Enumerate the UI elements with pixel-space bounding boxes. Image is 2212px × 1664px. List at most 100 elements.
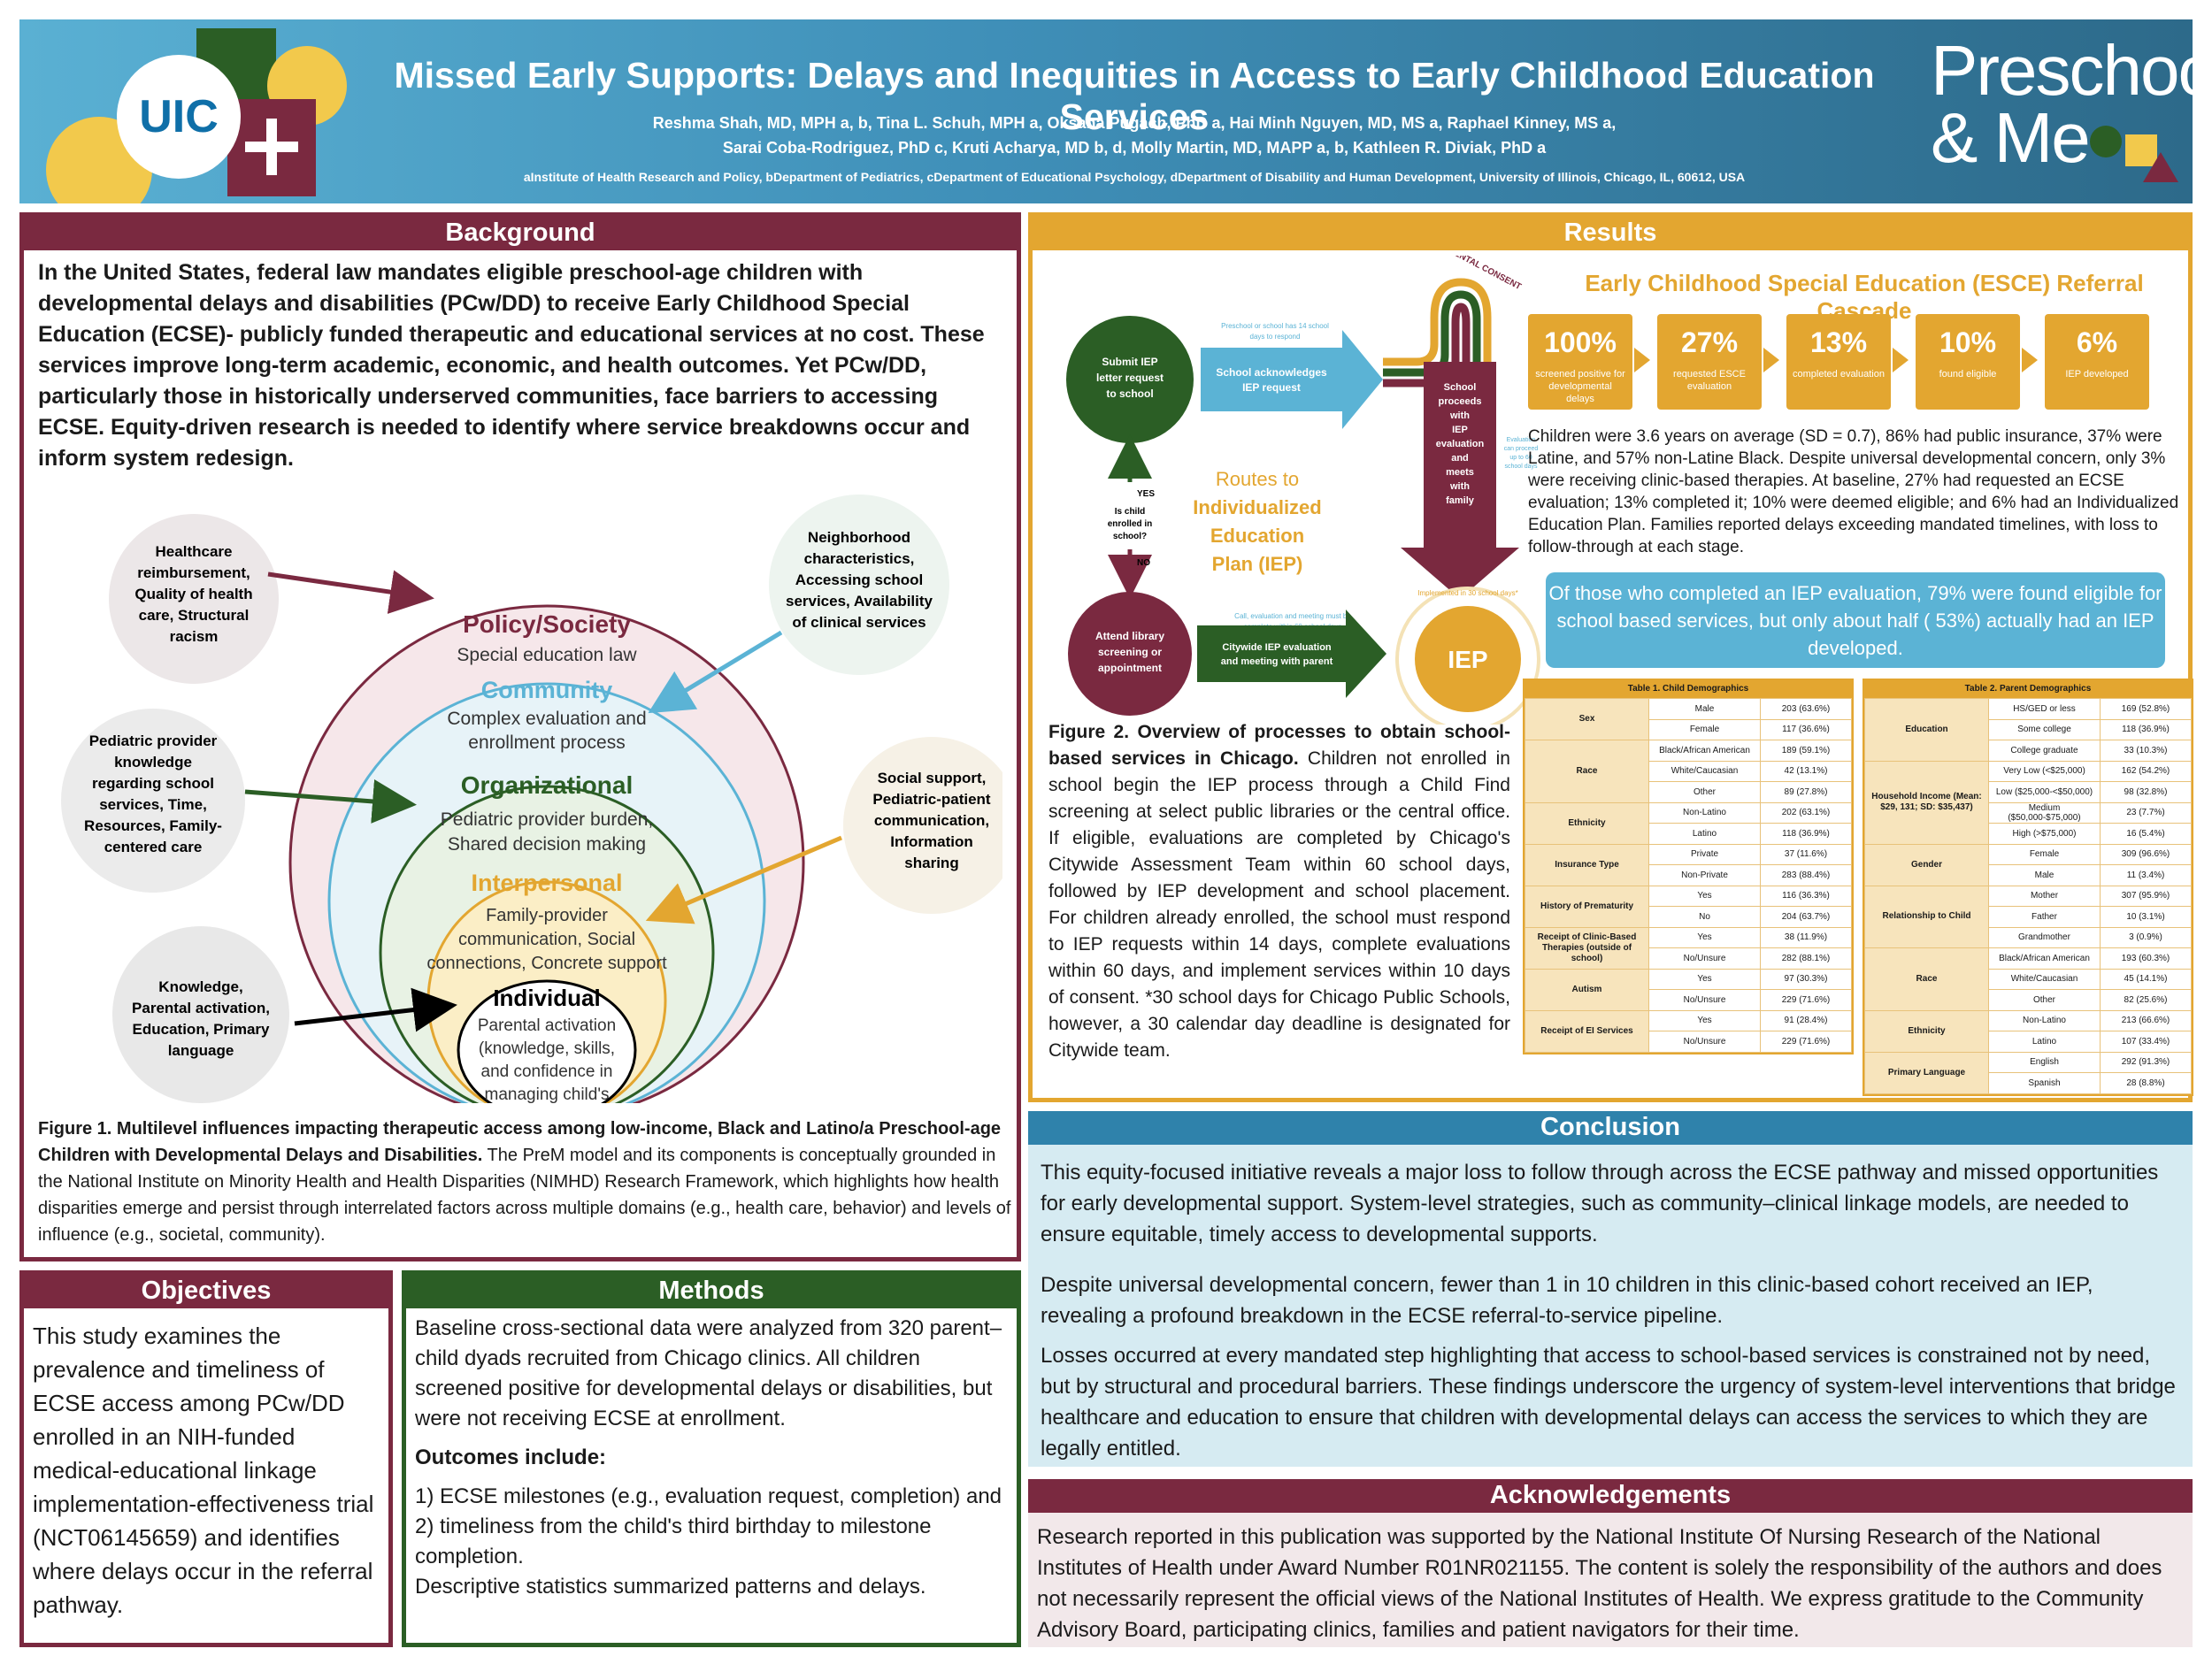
conclusion-paragraph: Despite universal developmental concern,…: [1041, 1273, 2093, 1328]
table-cell: HS/GED or less: [1988, 698, 2101, 720]
objectives-text: This study examines the prevalence and t…: [33, 1323, 374, 1618]
table-cell: 82 (25.6%): [2100, 989, 2192, 1011]
background-section: Background In the United States, federal…: [19, 212, 1021, 1261]
arrow-community: [648, 630, 783, 714]
logo-triangle-icon: [2143, 152, 2178, 182]
node-text: Attend library: [1095, 630, 1164, 642]
cascade-arrow-icon: [2022, 348, 2038, 372]
table-category: Insurance Type: [1525, 843, 1649, 886]
table-cell: Other: [1988, 989, 2101, 1011]
cascade-step: 27%requested ESCE evaluation: [1657, 314, 1762, 410]
routes-text: Education: [1210, 525, 1304, 547]
table-cell: 23 (7.7%): [2100, 801, 2192, 824]
level-desc-interpersonal: connections, Concrete support: [426, 954, 667, 973]
routes-text: Plan (IEP): [1212, 553, 1303, 575]
uic-cross-logo-icon: [227, 99, 316, 196]
table-cell: Father: [1988, 906, 2101, 928]
table-cell: 117 (36.6%): [1760, 718, 1852, 740]
question-text: Is child: [1115, 507, 1145, 517]
node-text: letter request: [1096, 372, 1164, 384]
table-cell: Male: [1648, 698, 1761, 720]
figure2-iep-process: Submit IEP letter request to school Pres…: [1066, 256, 1540, 725]
cascade-step: 13%completed evaluation: [1786, 314, 1891, 410]
arrow-interpersonal: [645, 835, 842, 924]
node-text: to school: [1106, 387, 1153, 400]
section-title: Conclusion: [1028, 1111, 2193, 1145]
cascade-step: 6%IEP developed: [2045, 314, 2149, 410]
conclusion-section: Conclusion This equity-focused initiativ…: [1028, 1111, 2193, 1467]
bubble-text: Pediatric-patient: [872, 791, 991, 808]
table-category: Household Income (Mean: $29, 131; SD: $3…: [1864, 760, 1989, 845]
section-title: Methods: [406, 1275, 1017, 1308]
table-cell: 307 (95.9%): [2100, 885, 2192, 907]
arrow-organizational: [244, 779, 417, 824]
node-text: IEP: [1452, 425, 1468, 435]
conclusion-paragraph: Losses occurred at every mandated step h…: [1041, 1344, 2176, 1461]
section-title: Objectives: [24, 1275, 388, 1308]
node-text: IEP request: [1242, 381, 1301, 394]
bubble-individual: [112, 926, 289, 1103]
note-text: up to 60: [1509, 455, 1532, 461]
arrow-policy: [267, 570, 434, 614]
table-cell: No/Unsure: [1648, 947, 1761, 970]
table-cell: 118 (36.9%): [2100, 718, 2192, 740]
proceeds-arrow: [1401, 362, 1519, 599]
node-text: and meeting with parent: [1221, 656, 1333, 667]
bubble-text: knowledge: [114, 754, 192, 771]
referral-cascade: 100%screened positive for developmental …: [1525, 314, 2179, 411]
table-cell: Female: [1988, 843, 2101, 865]
table-cell: 38 (11.9%): [1760, 926, 1852, 948]
bubble-text: Healthcare: [156, 543, 233, 560]
table-category: Education: [1864, 698, 1989, 762]
logo-circle-icon: [2090, 126, 2122, 157]
level-name-community: Community: [481, 677, 613, 703]
table-cell: 118 (36.9%): [1760, 823, 1852, 845]
node-text: proceeds: [1439, 396, 1482, 407]
table-cell: 189 (59.1%): [1760, 740, 1852, 762]
bubble-text: sharing: [904, 855, 958, 871]
level-desc-individual: and confidence in: [481, 1062, 613, 1081]
results-section: Results Submit IEP letter request to sch…: [1028, 212, 2193, 1102]
figure2-caption: Figure 2. Overview of processes to obtai…: [1048, 722, 1510, 1061]
cascade-step: 10%found eligible: [1916, 314, 2020, 410]
poster-title: Missed Early Supports: Delays and Inequi…: [394, 55, 1875, 137]
bubble-text: Education, Primary: [133, 1021, 270, 1038]
consent-loop: [1383, 278, 1492, 366]
table-cell: White/Caucasian: [1988, 968, 2101, 990]
table-category: Ethnicity: [1864, 1009, 1989, 1053]
level-desc-interpersonal: Family-provider: [486, 906, 608, 925]
node-text: Citywide IEP evaluation: [1222, 642, 1332, 653]
bubble-text: language: [168, 1042, 234, 1059]
iep-node: [1415, 606, 1521, 712]
bubble-text: Accessing school: [795, 571, 924, 588]
routes-text: Individualized: [1193, 496, 1321, 518]
table-cell: Latino: [1988, 1031, 2101, 1053]
table-row: Medium ($50,000-$75,000)23 (7.7%): [1865, 801, 2192, 824]
section-title: Results: [1033, 217, 2188, 250]
table-category: Race: [1525, 740, 1649, 803]
outcome-item: Descriptive statistics summarized patter…: [415, 1575, 926, 1599]
section-title: Acknowledgements: [1028, 1479, 2193, 1513]
results-highlight: Of those who completed an IEP evaluation…: [1546, 572, 2165, 668]
table-cell: Mother: [1988, 885, 2101, 907]
bubble-community: [769, 495, 949, 675]
table-cell: 11 (3.4%): [2100, 864, 2192, 886]
level-desc-individual: Parental activation: [478, 1016, 616, 1035]
bubble-text: regarding school: [92, 775, 214, 792]
node-text: School: [1444, 382, 1477, 393]
table-category: Race: [1864, 947, 1989, 1011]
level-desc-individual: managing child's: [485, 1085, 610, 1103]
table-cell: Yes: [1648, 968, 1761, 990]
table-cell: 193 (60.3%): [2100, 947, 2192, 970]
table-cell: English: [1988, 1051, 2101, 1073]
yes-label: YES: [1137, 489, 1155, 499]
question-text: school?: [1113, 532, 1147, 541]
